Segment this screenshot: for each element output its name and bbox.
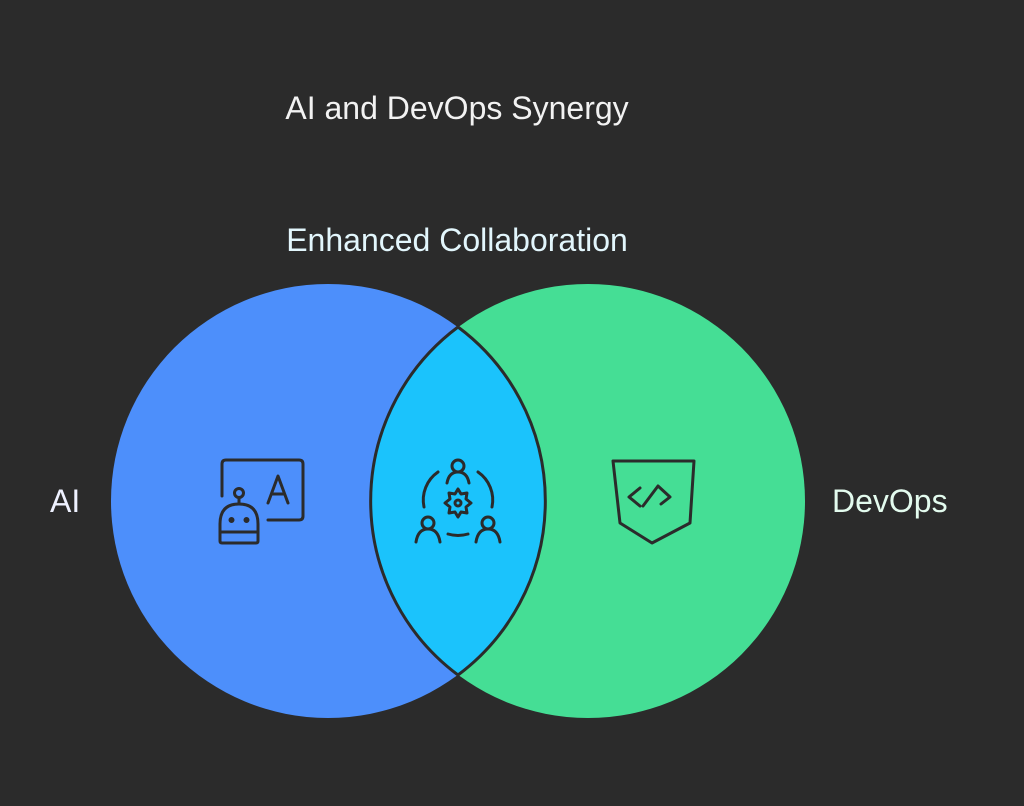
set-label-ai: AI bbox=[50, 483, 81, 519]
intersection-label: Enhanced Collaboration bbox=[286, 222, 628, 258]
diagram-title: AI and DevOps Synergy bbox=[285, 90, 629, 126]
set-label-devops: DevOps bbox=[832, 483, 948, 519]
ai-robot-translate-icon bbox=[218, 458, 305, 545]
code-shield-icon bbox=[611, 459, 696, 545]
intersection-outline bbox=[369, 325, 547, 677]
team-collaboration-gear-icon bbox=[414, 458, 502, 544]
intersection-region bbox=[371, 284, 545, 718]
